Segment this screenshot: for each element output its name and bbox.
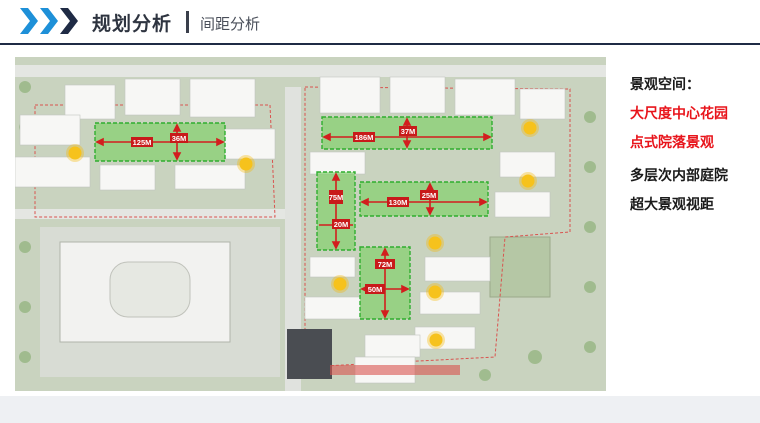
dim-label: 50M — [368, 285, 383, 294]
dim-label: 125M — [133, 138, 152, 147]
east-buildings — [304, 76, 566, 384]
south-building — [287, 329, 332, 379]
stadium-field — [109, 261, 191, 318]
sun-icon — [237, 155, 255, 173]
sun-icon — [426, 234, 444, 252]
landscape-heading: 景观空间： — [630, 77, 700, 93]
footer-band — [0, 396, 760, 423]
header-rule — [0, 43, 760, 45]
page-subtitle: 间距分析 — [200, 15, 261, 33]
title-divider — [186, 11, 189, 33]
chevron-right-icon — [20, 8, 38, 34]
dim-label: 20M — [334, 220, 349, 229]
chevron-right-icon — [60, 8, 78, 34]
feature-central-garden: 大尺度中心花园 — [630, 106, 728, 122]
dim-label: 72M — [378, 260, 393, 269]
feature-view-distance: 超大景观视距 — [630, 197, 714, 213]
dim-label: 25M — [422, 191, 437, 200]
sun-icon — [426, 283, 444, 301]
road-middle — [285, 87, 301, 391]
dim-label: 130M — [389, 198, 408, 207]
header: 规划分析 间距分析 — [0, 0, 760, 44]
page-title: 规划分析 — [92, 13, 173, 35]
sun-icon — [66, 144, 84, 162]
chevron-right-icon — [40, 8, 58, 34]
site-plan: 125M 36M 186M 37M 75M 20M 130M 25M 72M 5… — [15, 57, 606, 391]
dim-label: 186M — [355, 133, 374, 142]
feature-courtyard: 点式院落景观 — [630, 135, 714, 151]
sun-icon — [521, 119, 539, 137]
sun-icon — [331, 275, 349, 293]
sports-field — [489, 236, 551, 298]
sun-icon — [519, 172, 537, 190]
dim-label: 36M — [172, 134, 187, 143]
road-north — [15, 65, 606, 77]
dim-label: 75M — [329, 193, 344, 202]
west-buildings — [15, 78, 276, 191]
sun-icon — [427, 331, 445, 349]
dim-label: 37M — [401, 127, 416, 136]
feature-multilevel-courtyard: 多层次内部庭院 — [630, 168, 728, 184]
road-west — [15, 209, 285, 219]
